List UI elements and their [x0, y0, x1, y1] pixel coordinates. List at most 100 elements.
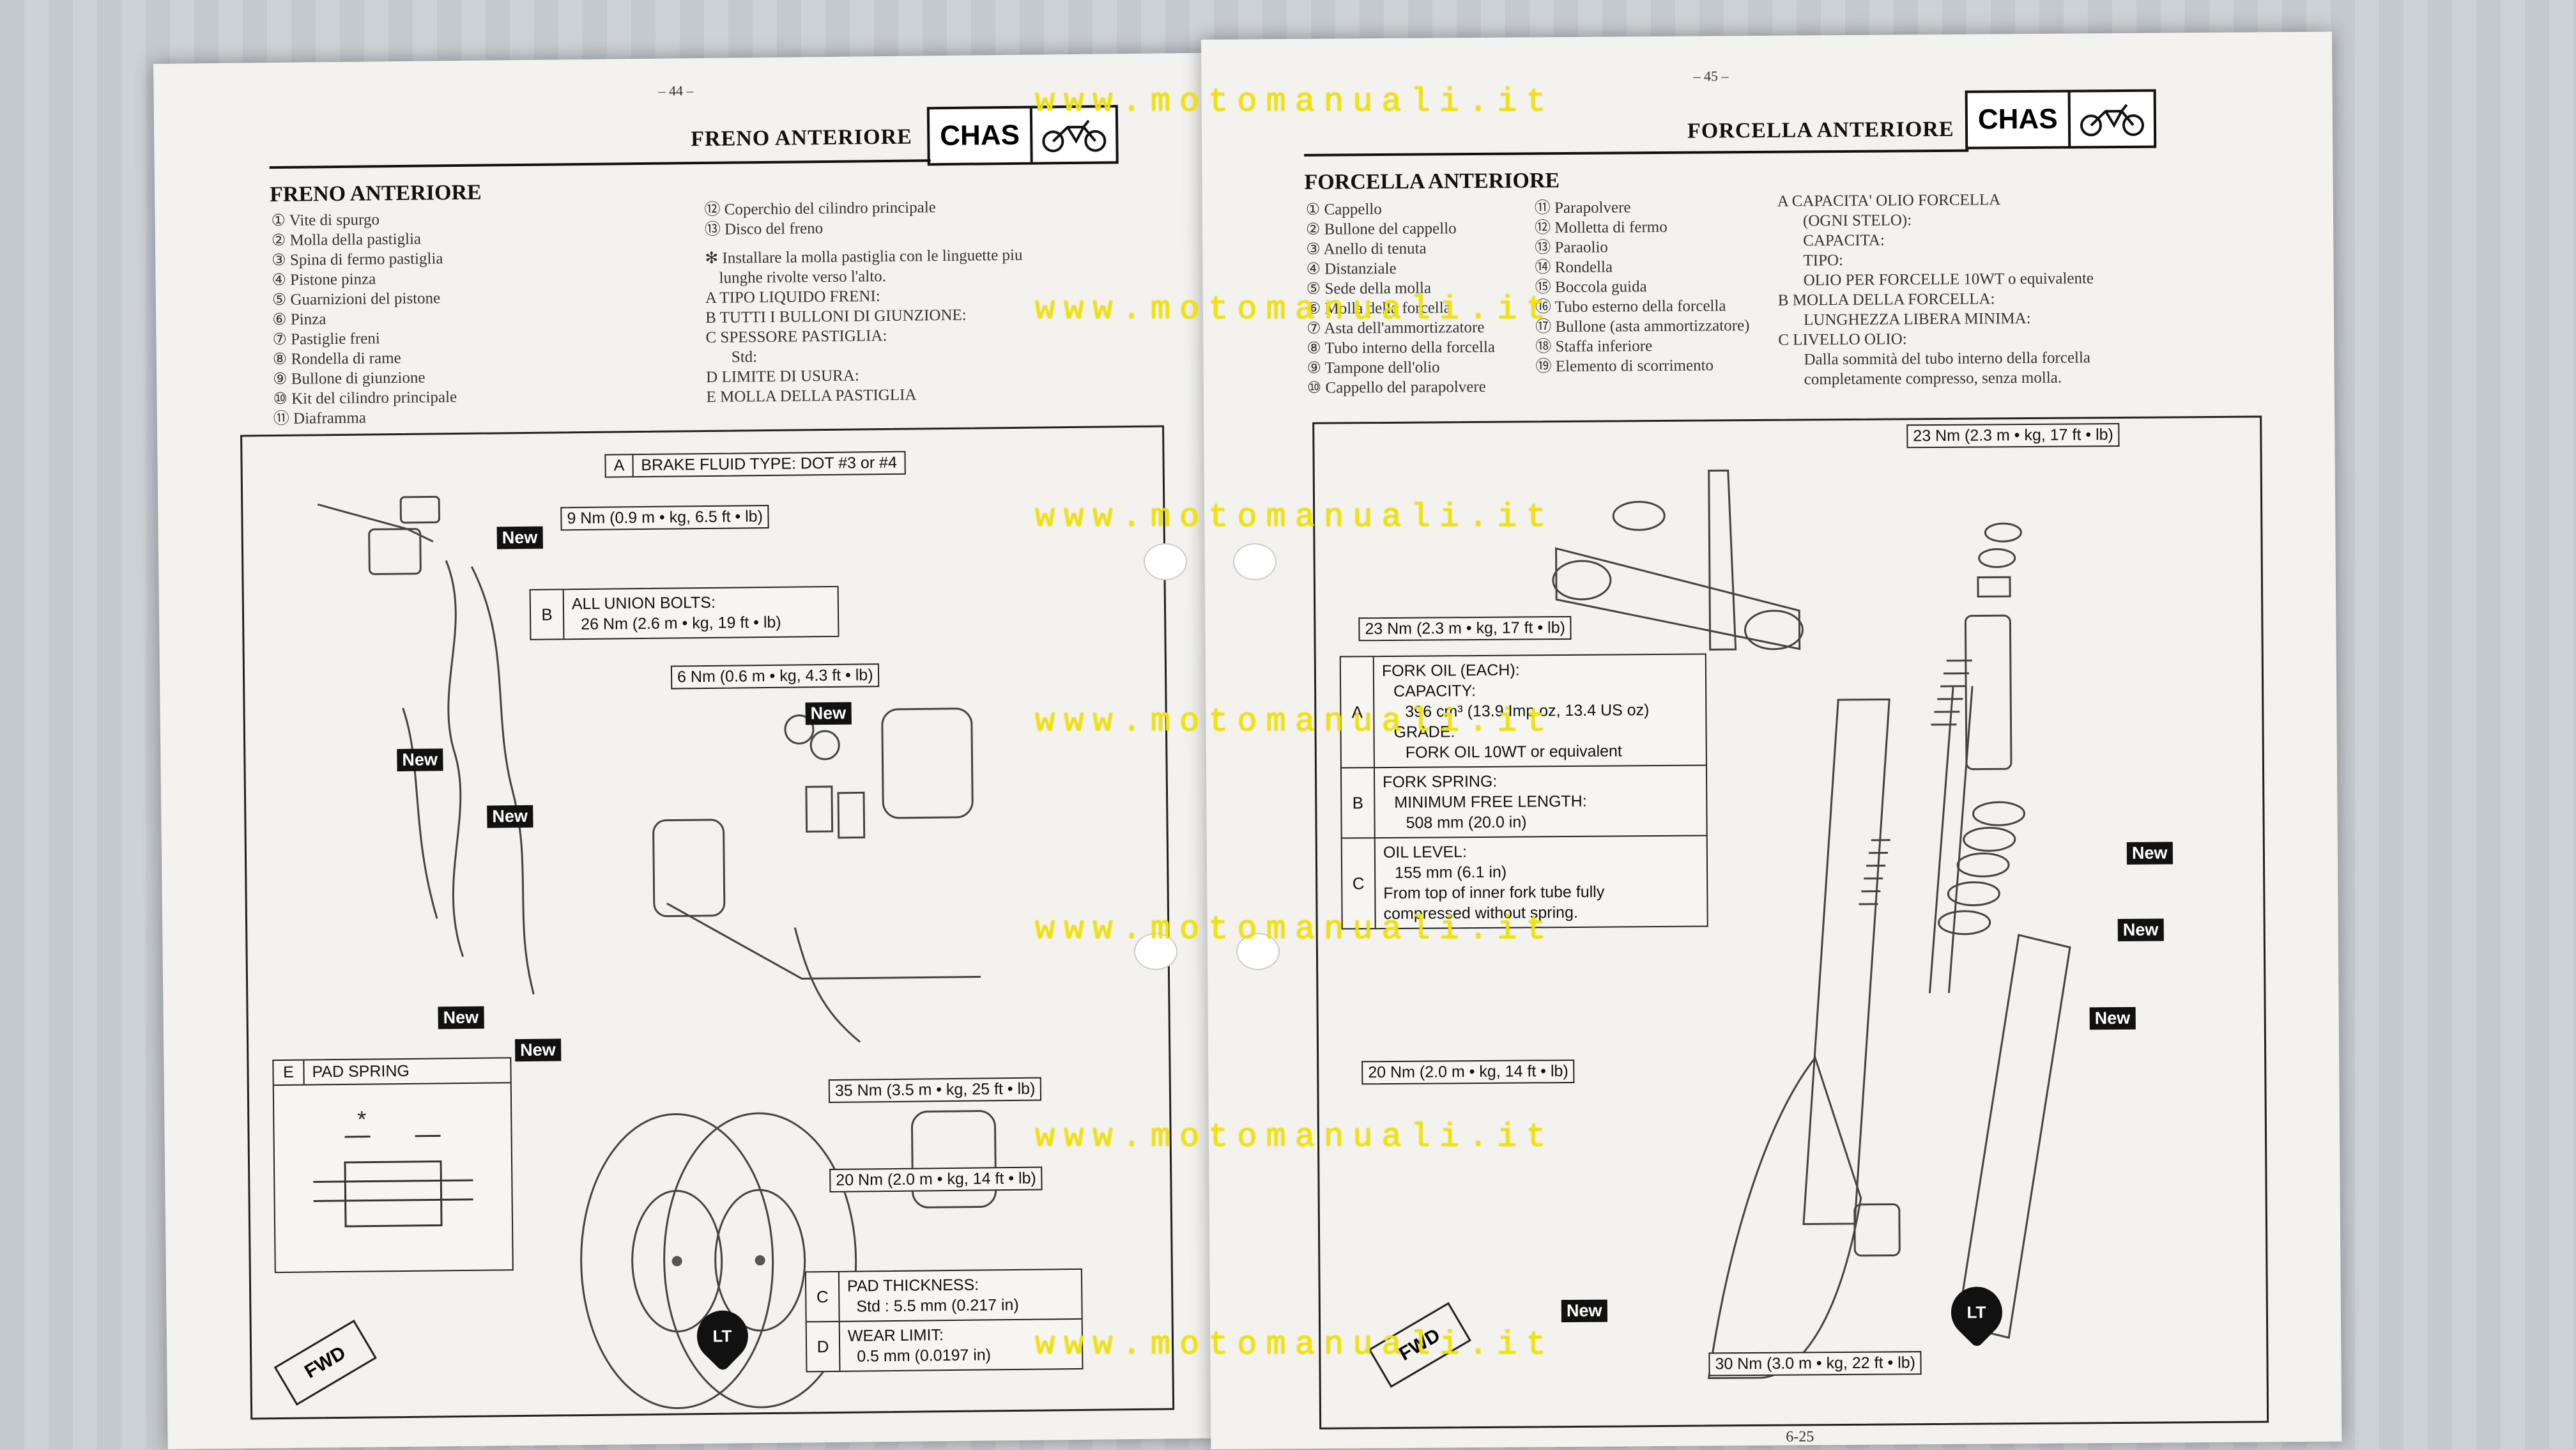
- list-item: ④ Pistone pinza: [272, 270, 376, 289]
- svg-text:*: *: [357, 1106, 366, 1132]
- pad-spring-diagram: *: [313, 1106, 473, 1228]
- section-title: FORCELLA ANTERIORE: [1304, 169, 1560, 194]
- chas-badge: CHAS: [926, 105, 1119, 166]
- note-line: C SPESSORE PASTIGLIA:: [705, 327, 887, 346]
- pad-spring-inset: E PAD SPRING *: [272, 1057, 514, 1274]
- note-line: Dalla sommità del tubo interno della for…: [1804, 349, 2091, 369]
- new-badge: New: [438, 1006, 484, 1030]
- torque-callout: 9 Nm (0.9 m • kg, 6.5 ft • lb): [560, 504, 770, 531]
- new-badge: New: [2117, 918, 2164, 942]
- left-page: – 44 – FRENO ANTERIORE CHAS FRENO ANTERI…: [153, 52, 1222, 1449]
- list-item: ⑨ Tampone dell'olio: [1307, 359, 1440, 377]
- list-item: ④ Distanziale: [1306, 259, 1397, 278]
- list-item: ① Cappello: [1305, 201, 1382, 219]
- fork-spec-table: A FORK OIL (EACH): CAPACITY: 396 cm³ (13…: [1339, 653, 1708, 930]
- torque-callout: 23 Nm (2.3 m • kg, 17 ft • lb): [1358, 615, 1572, 642]
- list-item: ⑫ Molletta di fermo: [1534, 218, 1667, 237]
- new-badge: New: [515, 1038, 561, 1062]
- header-rule: [1304, 149, 1969, 157]
- list-item: ② Molla della pastiglia: [271, 230, 422, 250]
- chas-badge: CHAS: [1965, 89, 2156, 150]
- list-item: ⑨ Bullone di giunzione: [273, 369, 425, 389]
- note-line: completamente compresso, senza molla.: [1804, 369, 2062, 389]
- list-item: ⑧ Tubo interno della forcella: [1307, 338, 1496, 357]
- note-line: (OGNI STELO):: [1802, 212, 1912, 230]
- new-badge: New: [2126, 842, 2173, 865]
- torque-callout: 20 Nm (2.0 m • kg, 14 ft • lb): [829, 1166, 1043, 1193]
- torque-callout: 20 Nm (2.0 m • kg, 14 ft • lb): [1361, 1059, 1575, 1085]
- new-badge: New: [496, 526, 543, 550]
- note-line: CAPACITA:: [1803, 231, 1885, 250]
- note-line: lunghe rivolte verso l'alto.: [719, 268, 887, 287]
- list-item: ⑦ Pastiglie freni: [272, 330, 380, 349]
- list-item: ⑩ Kit del cilindro principale: [273, 389, 457, 408]
- binder-hole: [1233, 543, 1276, 580]
- right-page: – 45 – FORCELLA ANTERIORE CHAS FORCELLA …: [1201, 31, 2342, 1449]
- watermark-text: www.motomanuali.it: [1035, 291, 1555, 328]
- new-badge: New: [1561, 1299, 1607, 1323]
- binder-hole: [1236, 933, 1280, 970]
- parts-list-2: ⑪ Parapolvere ⑫ Molletta di fermo ⑬ Para…: [1535, 197, 1750, 376]
- fork-exploded-diagram: [1552, 469, 2071, 1380]
- parts-list-2: ⑫ Coperchio del cilindro principale ⑬ Di…: [704, 197, 1024, 407]
- header-rule: [269, 159, 931, 169]
- motorcycle-icon: [2070, 92, 2154, 146]
- new-badge: New: [397, 748, 443, 772]
- binder-hole: [1134, 933, 1177, 970]
- new-badge: New: [2089, 1007, 2136, 1030]
- list-item: ⑪ Parapolvere: [1534, 199, 1631, 217]
- list-item: ⑲ Elemento di scorrimento: [1535, 357, 1714, 376]
- new-badge: New: [487, 805, 533, 828]
- note-line: B MOLLA DELLA FORCELLA:: [1777, 290, 1995, 309]
- note-line: A CAPACITA' OLIO FORCELLA: [1777, 191, 2001, 210]
- list-item: ⑩ Cappello del parapolvere: [1307, 378, 1486, 397]
- list-item: ⑪ Diaframma: [273, 409, 367, 428]
- list-item: ① Vite di spurgo: [271, 211, 380, 230]
- note-line: B TUTTI I BULLONI DI GIUNZIONE:: [705, 306, 967, 327]
- torque-callout: 30 Nm (3.0 m • kg, 22 ft • lb): [1708, 1351, 1922, 1377]
- watermark-text: www.motomanuali.it: [1035, 703, 1555, 741]
- page-footer: 6-25: [1786, 1428, 1814, 1446]
- watermark-text: www.motomanuali.it: [1035, 83, 1555, 121]
- list-item: ⑭ Rondella: [1535, 258, 1613, 277]
- list-item: ⑬ Paraolio: [1535, 238, 1608, 257]
- watermark-text: www.motomanuali.it: [1035, 911, 1555, 948]
- list-item: ⑥ Pinza: [272, 311, 326, 329]
- parts-list: ① Vite di spurgo ② Molla della pastiglia…: [271, 209, 457, 429]
- brake-fluid-callout: A BRAKE FLUID TYPE: DOT #3 or #4: [604, 451, 907, 478]
- watermark-text: www.motomanuali.it: [1035, 498, 1555, 536]
- note-line: C LIVELLO OLIO:: [1778, 330, 1907, 349]
- list-item: ⑱ Staffa inferiore: [1535, 337, 1653, 356]
- watermark-text: www.motomanuali.it: [1035, 1326, 1555, 1364]
- page-number: – 44 –: [658, 82, 694, 99]
- note-line: LUNGHEZZA LIBERA MINIMA:: [1803, 309, 2031, 329]
- section-title: FRENO ANTERIORE: [269, 180, 482, 207]
- list-item: ⑤ Guarnizioni del pistone: [272, 289, 441, 309]
- page-number: – 45 –: [1693, 68, 1729, 84]
- header-title: FORCELLA ANTERIORE: [1687, 117, 1954, 143]
- torque-callout: 35 Nm (3.5 m • kg, 25 ft • lb): [828, 1077, 1042, 1104]
- new-badge: New: [805, 702, 852, 725]
- binder-hole: [1144, 543, 1187, 580]
- motorcycle-icon: [1032, 107, 1116, 162]
- torque-callout: 6 Nm (0.6 m • kg, 4.3 ft • lb): [670, 663, 880, 690]
- brake-exploded-diagram: [317, 495, 997, 1410]
- note-line: E MOLLA DELLA PASTIGLIA: [706, 386, 917, 406]
- list-item: ⑯ Tubo esterno della forcella: [1535, 297, 1726, 316]
- header-title: FRENO ANTERIORE: [691, 125, 913, 151]
- list-item: ② Bullone del cappello: [1305, 220, 1457, 238]
- note-line: ✻ Installare la molla pastiglia con le l…: [705, 246, 1023, 267]
- list-item: ③ Spina di fermo pastiglia: [272, 250, 443, 270]
- watermark-text: www.motomanuali.it: [1035, 1118, 1555, 1156]
- note-line: TIPO:: [1803, 251, 1844, 270]
- list-item: ⑮ Boccola guida: [1535, 278, 1647, 297]
- union-bolts-callout: B ALL UNION BOLTS:26 Nm (2.6 m • kg, 19 …: [529, 585, 839, 640]
- note-line: OLIO PER FORCELLE 10WT o equivalente: [1803, 270, 2094, 289]
- notes-list: A CAPACITA' OLIO FORCELLA (OGNI STELO): …: [1777, 189, 2094, 389]
- list-item: ③ Anello di tenuta: [1306, 240, 1427, 258]
- list-item: ⑧ Rondella di rame: [272, 349, 401, 369]
- note-line: A TIPO LIQUIDO FRENI:: [705, 288, 880, 307]
- list-item: ⑰ Bullone (asta ammortizzatore): [1535, 317, 1750, 336]
- note-line: Std:: [731, 348, 758, 366]
- torque-callout: 23 Nm (2.3 m • kg, 17 ft • lb): [1906, 422, 2120, 449]
